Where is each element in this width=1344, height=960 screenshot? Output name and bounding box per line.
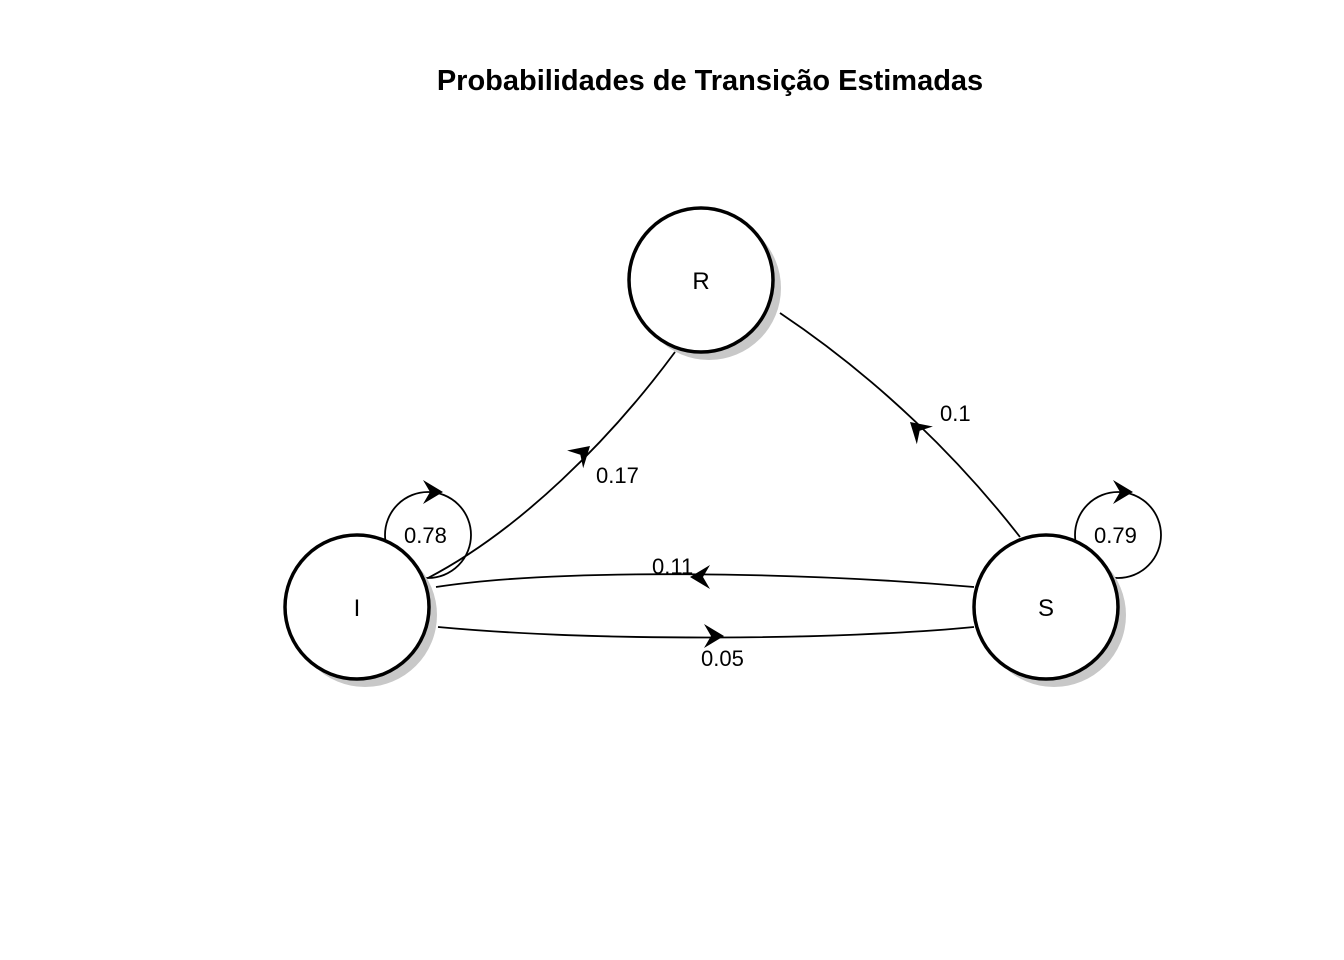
loop-s-label: 0.79: [1094, 523, 1137, 548]
edge-s-to-r: [779, 312, 1021, 538]
loop-i: [384, 491, 472, 579]
loop-i-label: 0.78: [404, 523, 447, 548]
node-i: I: [283, 533, 437, 687]
edge-s-to-i-arrowhead: [690, 565, 710, 589]
node-i-circle: [283, 533, 431, 681]
node-r-label: R: [692, 268, 709, 295]
edge-s-to-i: [435, 573, 975, 588]
diagram-title: Probabilidades de Transição Estimadas: [437, 65, 983, 97]
node-r-circle: [627, 206, 775, 354]
edge-s-to-i-label: 0.11: [652, 554, 693, 579]
node-s: S: [972, 533, 1126, 687]
node-r: R: [627, 206, 781, 360]
edge-s-to-r-arrowhead: [910, 422, 933, 445]
loop-s: [1074, 491, 1162, 579]
edge-i-to-r-label: 0.17: [596, 463, 639, 488]
loop-i-arrowhead: [423, 480, 443, 504]
node-s-circle: [972, 533, 1120, 681]
edge-s-to-r-label: 0.1: [940, 401, 971, 426]
edge-i-to-s-arrowhead: [704, 624, 724, 648]
edge-i-to-s-label: 0.05: [701, 646, 744, 671]
node-s-label: S: [1038, 595, 1054, 622]
node-i-label: I: [354, 595, 361, 622]
loop-s-arrowhead: [1113, 480, 1133, 504]
edge-i-to-s: [437, 626, 975, 639]
edge-i-to-r-arrowhead: [567, 446, 590, 469]
